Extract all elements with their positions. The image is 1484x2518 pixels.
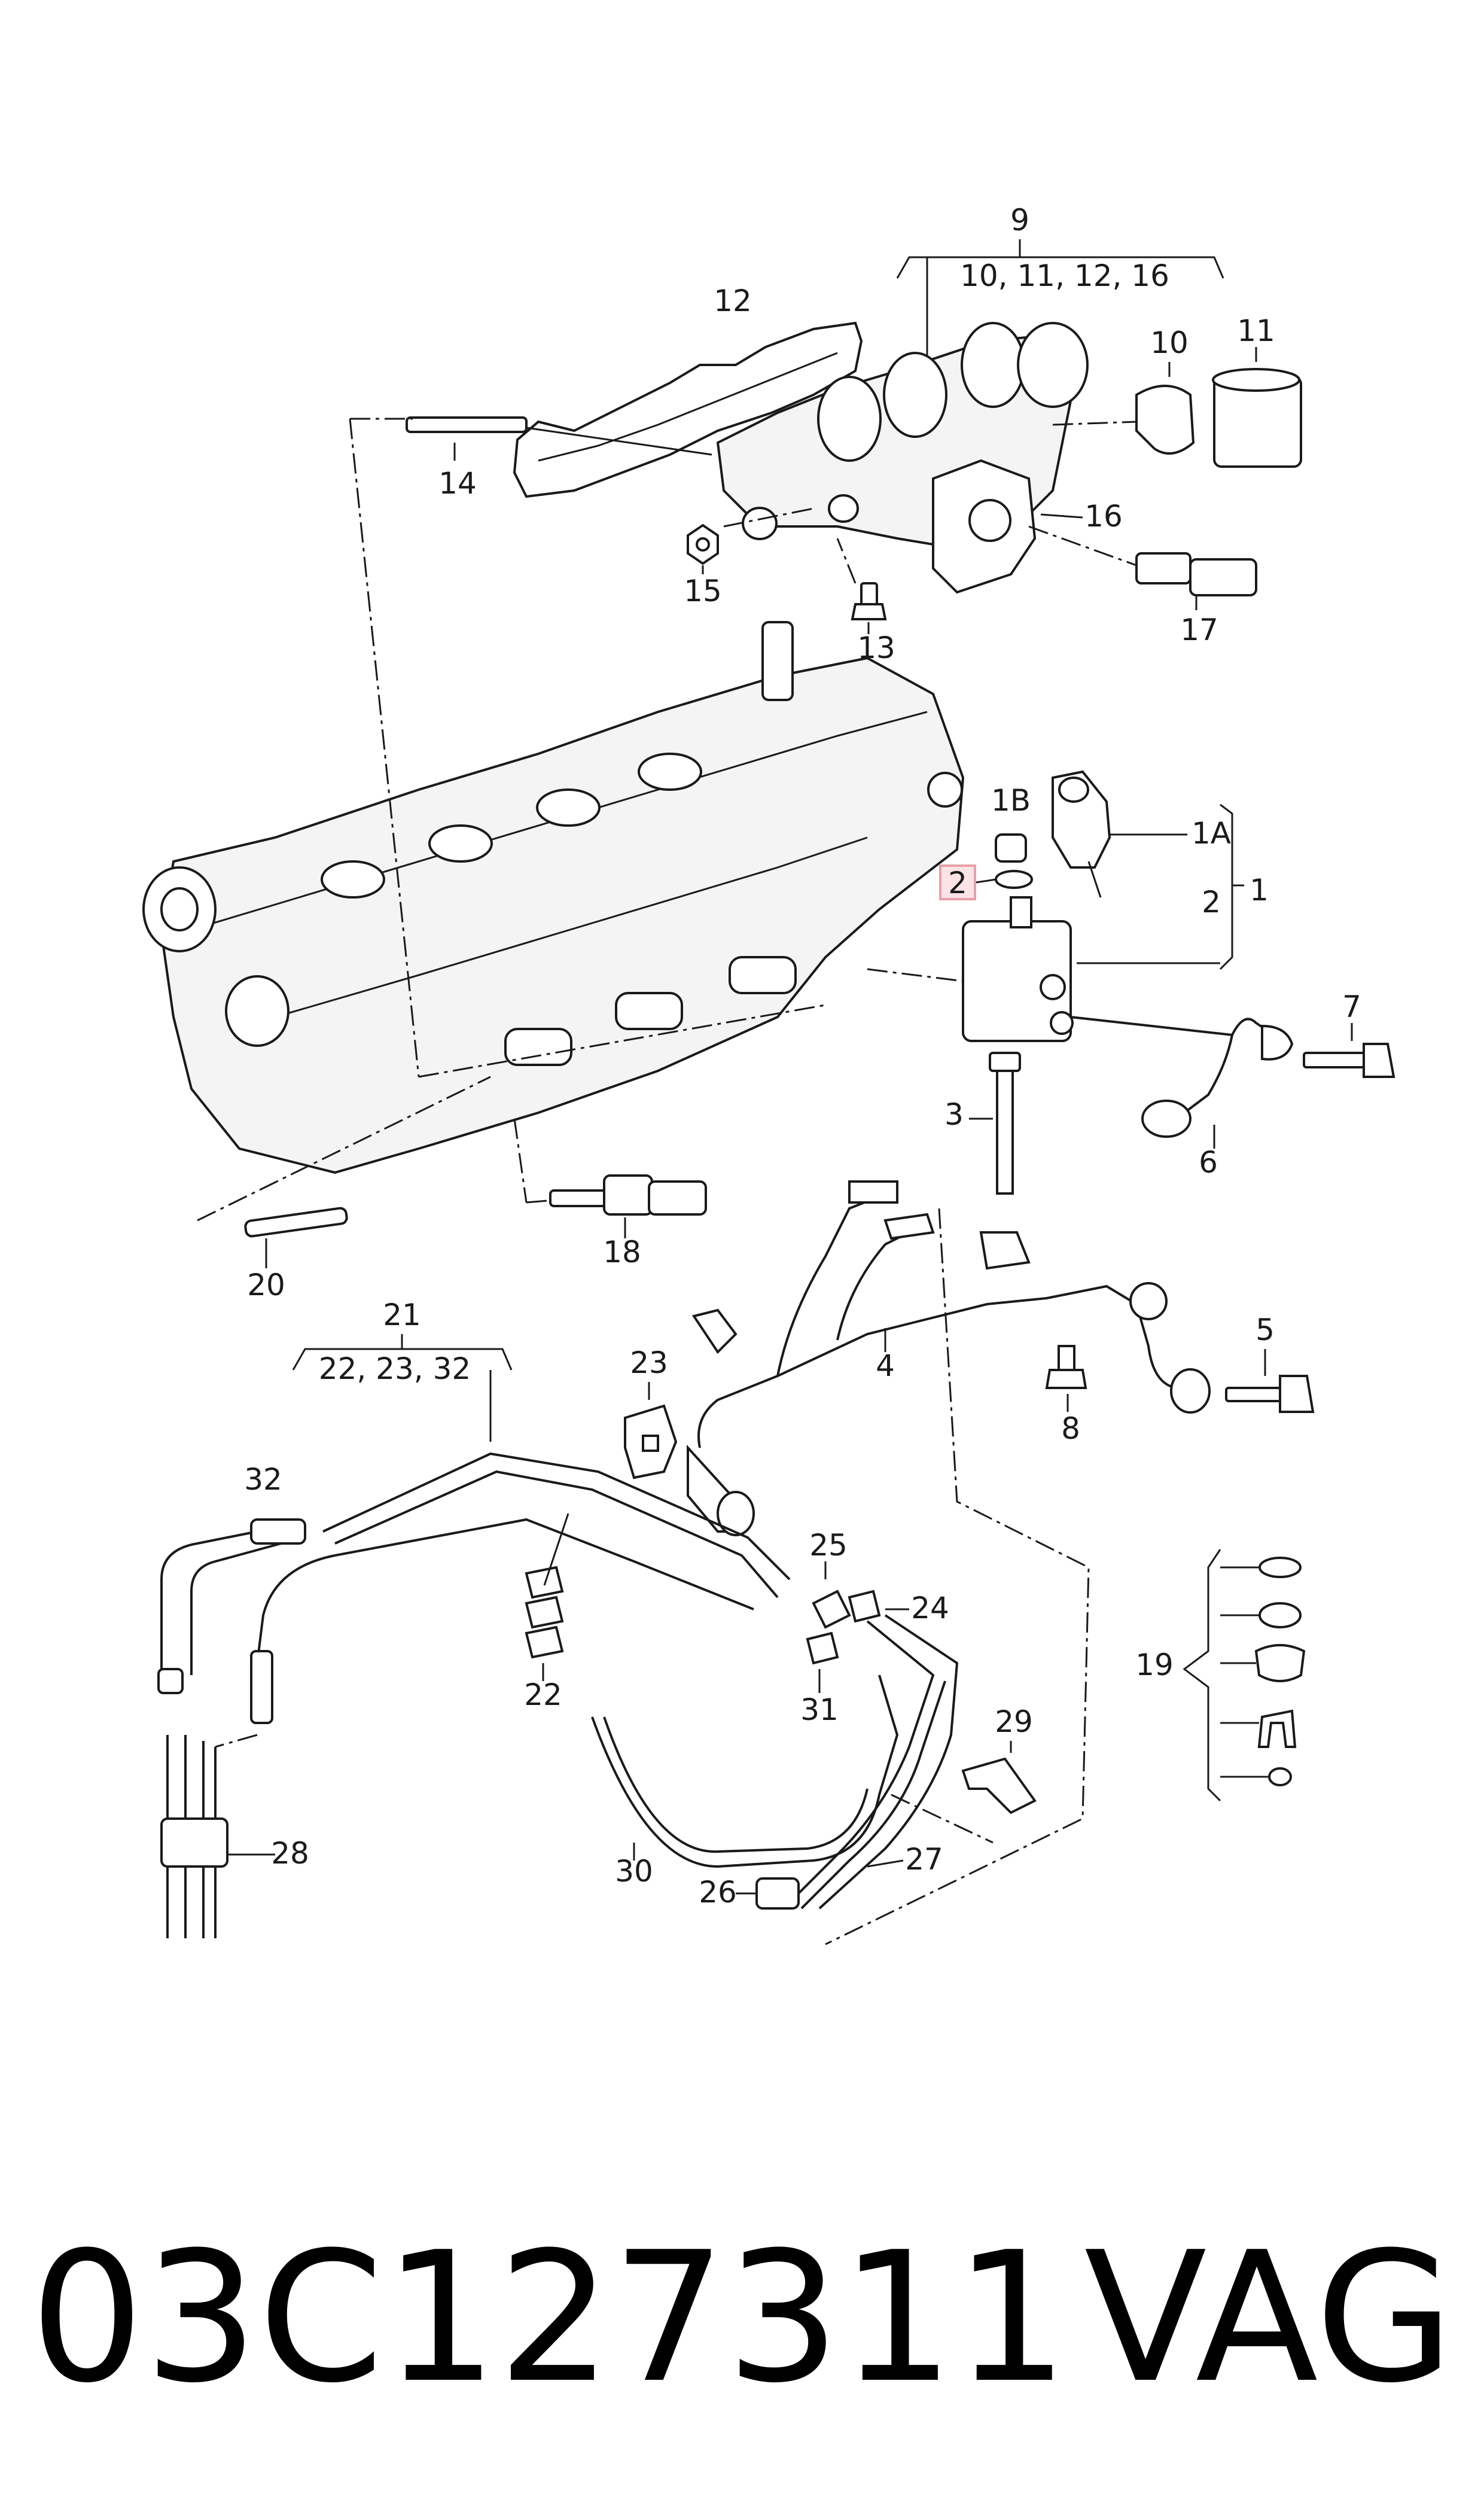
callout-31: 31 <box>800 1692 839 1727</box>
callout-16: 16 <box>1084 499 1123 534</box>
callout-labels: 9 10, 11, 12, 16 12 10 11 14 16 15 13 17… <box>244 203 1361 1910</box>
callout-20: 20 <box>247 1268 285 1302</box>
callout-28: 28 <box>271 1836 309 1871</box>
callout-7: 7 <box>1342 989 1361 1024</box>
callout-23: 23 <box>630 1345 668 1380</box>
callout-4: 4 <box>876 1348 895 1383</box>
callout-1A: 1A <box>1192 816 1231 851</box>
bolt-7 <box>1303 1023 1395 1078</box>
callout-1: 1 <box>1250 873 1269 908</box>
callout-2: 2 <box>1202 885 1221 919</box>
callout-15: 15 <box>684 574 722 608</box>
pin-20 <box>244 1207 348 1268</box>
callout-30: 30 <box>615 1854 653 1889</box>
clamp-10 <box>1052 362 1195 455</box>
hose-group-21 <box>157 1208 1090 1945</box>
callout-21: 21 <box>383 1298 421 1332</box>
callout-12: 12 <box>714 284 752 318</box>
callout-27: 27 <box>905 1842 943 1877</box>
callout-9: 9 <box>1010 203 1029 238</box>
callout-9-sublist: 10, 11, 12, 16 <box>960 258 1169 293</box>
cylinder-head <box>142 418 965 1222</box>
callout-8: 8 <box>1061 1411 1080 1446</box>
throttle-housing-group <box>406 239 1302 634</box>
pipe-4 <box>687 1180 1211 1536</box>
callout-6: 6 <box>1199 1145 1218 1180</box>
highlighted-callout-box <box>939 864 976 900</box>
callout-2-highlighted: 2 <box>948 866 967 900</box>
pump-assembly-1 <box>939 770 1244 1195</box>
brand-name: VAG <box>1084 2213 1454 2422</box>
part-number: 03C127311 <box>30 2213 1069 2422</box>
stud-bolt-14 <box>406 416 712 461</box>
callout-17: 17 <box>1180 613 1218 647</box>
filter-11 <box>1212 347 1302 468</box>
callout-5: 5 <box>1256 1313 1275 1347</box>
pipe-6 <box>1070 1016 1294 1149</box>
callout-32: 32 <box>244 1462 282 1497</box>
callout-14: 14 <box>438 466 477 501</box>
bolt-13 <box>836 538 887 634</box>
callout-10: 10 <box>1150 325 1189 360</box>
callout-13: 13 <box>857 631 895 665</box>
sensor-17 <box>1028 525 1257 610</box>
callout-3: 3 <box>944 1097 964 1132</box>
callout-21-sublist: 22, 23, 32 <box>319 1351 471 1386</box>
callout-19: 19 <box>1135 1648 1174 1682</box>
callout-26: 26 <box>699 1875 737 1910</box>
sensor-18 <box>549 1174 707 1238</box>
callout-18: 18 <box>603 1235 641 1269</box>
bolt-5 <box>1225 1349 1315 1413</box>
bolt-8 <box>1045 1345 1087 1412</box>
footer: 03C127311 VAG <box>0 2213 1484 2489</box>
callout-24: 24 <box>911 1591 949 1625</box>
callout-25: 25 <box>809 1528 848 1563</box>
callout-29: 29 <box>995 1704 1033 1739</box>
callout-1B: 1B <box>991 783 1031 818</box>
callout-11: 11 <box>1237 313 1275 348</box>
small-parts-19 <box>1183 1549 1306 1802</box>
nut-15 <box>687 507 814 574</box>
callout-22: 22 <box>524 1677 562 1712</box>
